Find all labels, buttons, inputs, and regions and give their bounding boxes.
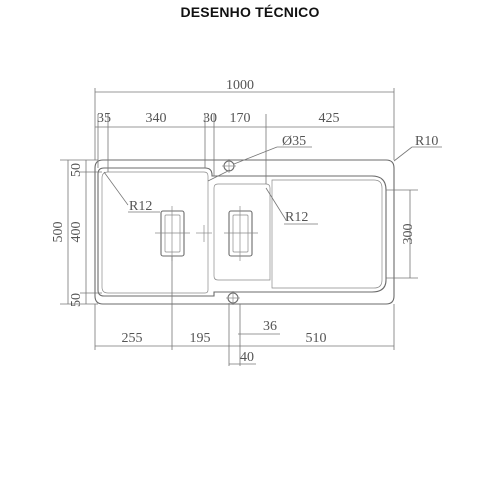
dim-left-bowl-radius: R12 — [129, 199, 152, 214]
dim-top-30: 30 — [203, 111, 217, 126]
dim-right-bowl-radius: R12 — [285, 210, 308, 225]
sink-outline — [94, 159, 395, 305]
top-dimensions — [94, 88, 395, 184]
dim-height-bowl: 400 — [69, 222, 84, 243]
dim-bottom-40: 40 — [240, 350, 254, 365]
dim-top-425: 425 — [319, 111, 340, 126]
dim-bottom-510: 510 — [306, 331, 327, 346]
dim-hole-diameter: Ø35 — [282, 134, 306, 149]
dim-top-170: 170 — [230, 111, 251, 126]
drawing-title: DESENHO TÉCNICO — [180, 4, 320, 20]
drainer-area — [271, 179, 383, 289]
left-dimensions — [60, 159, 102, 305]
dim-bottom-255: 255 — [122, 331, 143, 346]
dim-top-35: 35 — [97, 111, 111, 126]
dim-margin-top: 50 — [69, 163, 84, 177]
dim-drainer-height: 300 — [401, 224, 416, 245]
left-bowl — [97, 167, 387, 297]
right-dimensions — [386, 189, 418, 279]
left-drain — [160, 210, 185, 257]
dim-bottom-36: 36 — [263, 319, 277, 334]
dim-height-overall: 500 — [51, 222, 66, 243]
right-drain — [228, 210, 253, 257]
dim-bottom-195: 195 — [190, 331, 211, 346]
bottom-dimensions — [94, 256, 395, 366]
dim-outer-radius: R10 — [415, 134, 438, 149]
dim-overall-width: 1000 — [226, 78, 254, 93]
dim-margin-bottom: 50 — [69, 293, 84, 307]
right-bowl — [213, 183, 271, 281]
dim-top-340: 340 — [146, 111, 167, 126]
